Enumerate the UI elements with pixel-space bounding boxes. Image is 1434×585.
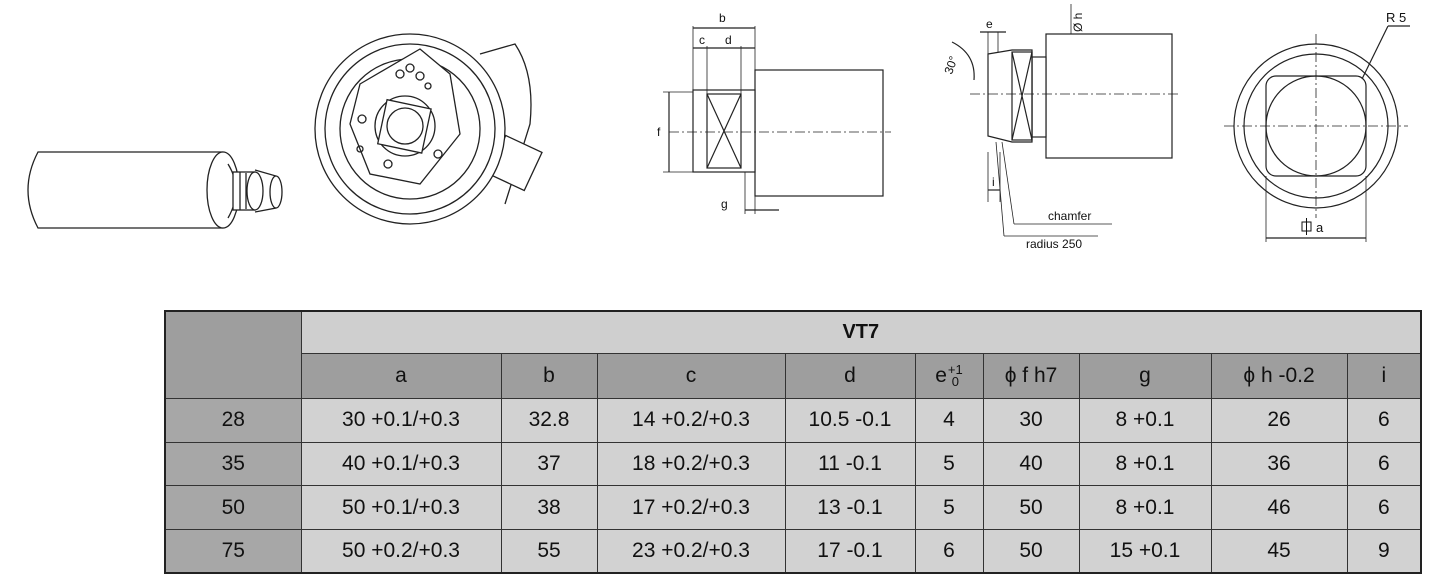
table-cell: 38 [500, 485, 598, 530]
col-head-a: a [300, 352, 502, 400]
table-cell: 5 [914, 441, 984, 487]
dim-label-e: e [986, 17, 993, 31]
table-cell: 55 [500, 528, 598, 574]
table-cell: 11 -0.1 [784, 441, 916, 487]
table-cell: 8 +0.1 [1078, 485, 1212, 530]
table-cell: 50 [982, 528, 1080, 574]
tenon-end-view-drawing: R 5 a [1224, 10, 1410, 242]
table-cell: 50 [982, 485, 1080, 530]
table-cell: 45 [1210, 528, 1348, 574]
row-size-label: 75 [164, 528, 302, 574]
row-size-label: 50 [164, 485, 302, 530]
dim-label-angle: 30° [941, 54, 960, 76]
table-group-title: VT7 [300, 310, 1422, 354]
col-head-f: ϕ f h7 [982, 352, 1080, 400]
tenon-detail-drawing: e 30° Ø h i chamfer radius 250 [941, 4, 1180, 251]
table-cell: 5 [914, 485, 984, 530]
col-head-i: i [1346, 352, 1422, 400]
col-head-d: d [784, 352, 916, 400]
dim-label-a: a [1316, 220, 1324, 235]
dim-label-d: d [725, 33, 732, 47]
dim-label-b: b [719, 11, 726, 25]
dim-label-g: g [721, 197, 728, 211]
col-head-b: b [500, 352, 598, 400]
tenon-side-view-drawing: b c d f g [657, 11, 891, 214]
drawing-area: b c d f g e 30° Ø h [0, 0, 1434, 290]
row-size-label: 35 [164, 441, 302, 487]
table-cell: 18 +0.2/+0.3 [596, 441, 786, 487]
table-cell: 40 +0.1/+0.3 [300, 441, 502, 487]
table-cell: 13 -0.1 [784, 485, 916, 530]
table-cell: 14 +0.2/+0.3 [596, 398, 786, 443]
dim-label-chamfer: chamfer [1048, 209, 1091, 223]
table-cell: 40 [982, 441, 1080, 487]
dim-label-f: f [657, 125, 661, 139]
table-cell: 8 +0.1 [1078, 398, 1212, 443]
row-size-label: 28 [164, 398, 302, 443]
col-head-g: g [1078, 352, 1212, 400]
table-cell: 17 -0.1 [784, 528, 916, 574]
table-cell: 30 +0.1/+0.3 [300, 398, 502, 443]
table-cell: 17 +0.2/+0.3 [596, 485, 786, 530]
table-corner-cell [164, 310, 302, 400]
table-cell: 6 [914, 528, 984, 574]
table-cell: 8 +0.1 [1078, 441, 1212, 487]
table-cell: 46 [1210, 485, 1348, 530]
table-cell: 26 [1210, 398, 1348, 443]
table-cell: 4 [914, 398, 984, 443]
table-cell: 36 [1210, 441, 1348, 487]
table-cell: 23 +0.2/+0.3 [596, 528, 786, 574]
table-cell: 30 [982, 398, 1080, 443]
table-cell: 15 +0.1 [1078, 528, 1212, 574]
table-cell: 32.8 [500, 398, 598, 443]
dim-label-radius: radius 250 [1026, 237, 1082, 251]
table-cell: 9 [1346, 528, 1422, 574]
col-head-c: c [596, 352, 786, 400]
table-cell: 50 +0.2/+0.3 [300, 528, 502, 574]
dim-label-h: Ø h [1071, 13, 1085, 32]
table-cell: 6 [1346, 441, 1422, 487]
cylinder-isometric-illustration [27, 151, 283, 229]
dim-label-r: R 5 [1386, 10, 1406, 25]
dim-label-c: c [699, 33, 705, 47]
e-tolerance-upper: +1 [947, 362, 963, 378]
table-cell: 50 +0.1/+0.3 [300, 485, 502, 530]
table-cell: 10.5 -0.1 [784, 398, 916, 443]
col-head-h: ϕ h -0.2 [1210, 352, 1348, 400]
e-tolerance-lower: 0 [951, 374, 959, 390]
dim-label-i: i [992, 175, 995, 189]
square-dimension-icon [1301, 218, 1312, 235]
chuck-illustration [314, 33, 543, 225]
table-cell: 6 [1346, 485, 1422, 530]
table-cell: 6 [1346, 398, 1422, 443]
table-cell: 37 [500, 441, 598, 487]
